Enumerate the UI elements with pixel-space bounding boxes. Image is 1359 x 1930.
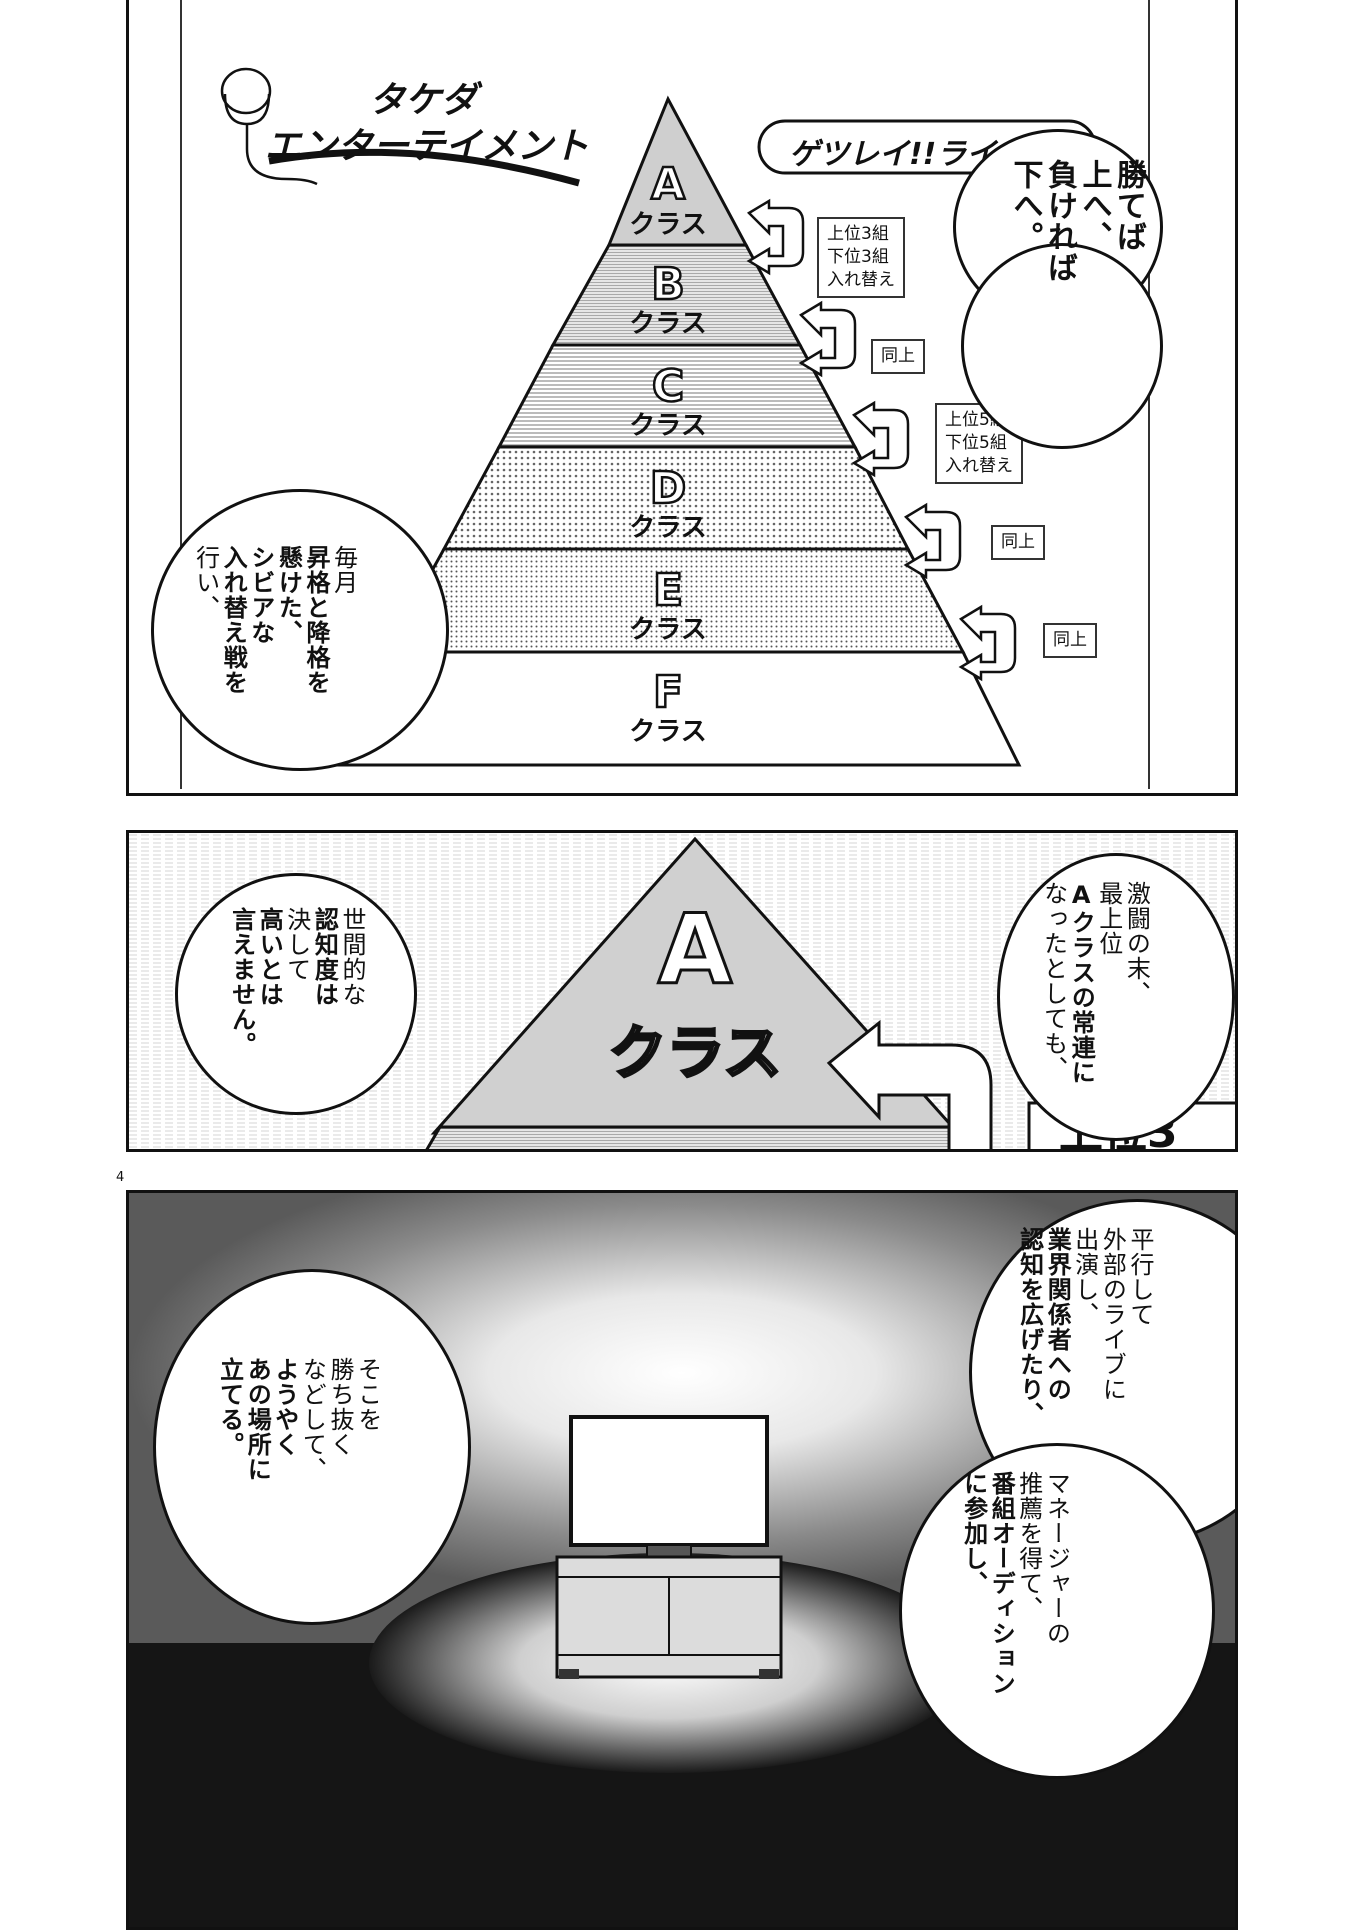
swap-arrow-large-icon: [826, 1019, 993, 1149]
class-letter: A: [651, 159, 685, 210]
class-letter: E: [653, 565, 683, 616]
bubble-text: 毎月 昇格と降格を 懸けた、 シビアな 入れ替え戦を 行い、: [191, 545, 358, 695]
swap-note-4: 同上: [991, 525, 1045, 560]
bubble-text: 勝てば 上へ、 負ければ 下へ。: [1007, 159, 1147, 283]
class-label: クラス: [629, 309, 706, 339]
class-label: クラス: [629, 210, 706, 240]
class-letter: B: [651, 259, 685, 310]
class-letter: C: [652, 361, 684, 412]
class-letter-large: A: [658, 894, 732, 1006]
speech-bubble-win-through: [153, 1269, 471, 1625]
class-label: クラス: [629, 615, 706, 645]
panel-1: A クラス B クラス C クラス D クラス E クラス F クラス タ: [126, 0, 1238, 796]
swap-arrow-icon: [746, 198, 1017, 682]
bubble-text: そこを 勝ち抜く などして、 ようやく あの場所に 立てる。: [215, 1357, 382, 1482]
panel-3: そこを 勝ち抜く などして、 ようやく あの場所に 立てる。 平行して 外部のラ…: [126, 1190, 1238, 1930]
class-letter: F: [653, 667, 683, 718]
logo-underline: [268, 148, 580, 187]
logo-text-1: タケダ: [369, 80, 478, 121]
class-label: クラス: [629, 411, 706, 441]
bubble-text: マネージャーの 推薦を得て、 番組オーディション に参加し、: [959, 1471, 1071, 1696]
speech-bubble-audition: [899, 1443, 1215, 1779]
bubble-text: 平行して 外部のライブに 出演し、 業界関係者への 認知を広げたり、: [1015, 1227, 1154, 1427]
tv-screen: [569, 1415, 769, 1547]
logo-text-2: エンターテイメント: [265, 126, 590, 167]
swap-note-5: 同上: [1043, 623, 1097, 658]
class-label: クラス: [629, 717, 706, 747]
bubble-text: 世間的な 認知度は 決して 高いとは 言えません。: [227, 907, 366, 1057]
panel-1-art: A クラス B クラス C クラス D クラス E クラス F クラス: [180, 0, 1150, 789]
speech-bubble-a-class: [997, 853, 1235, 1141]
microphone-icon: [220, 67, 318, 186]
class-b-edge: [425, 1125, 965, 1149]
class-label-large: クラス: [609, 1019, 782, 1087]
panel-2: A クラス 上位3 世間的な 認知度は 決して 高いとは 言えません。 激闘の末…: [126, 830, 1238, 1152]
bubble-text: 激闘の末、 最上位 Aクラスの常連に なったとしても、: [1039, 881, 1151, 1085]
tv-stand-neck: [646, 1544, 692, 1558]
swap-note-2: 同上: [871, 339, 925, 374]
speech-bubble-win-lose-2: [961, 243, 1163, 449]
speech-bubble-recognition: [175, 873, 417, 1115]
class-label: クラス: [629, 513, 706, 543]
class-letter: D: [650, 463, 687, 514]
page-number: 4: [116, 1170, 125, 1185]
speech-bubble-monthly: [151, 489, 449, 771]
swap-note-1: 上位3組 下位3組 入れ替え: [817, 217, 905, 298]
